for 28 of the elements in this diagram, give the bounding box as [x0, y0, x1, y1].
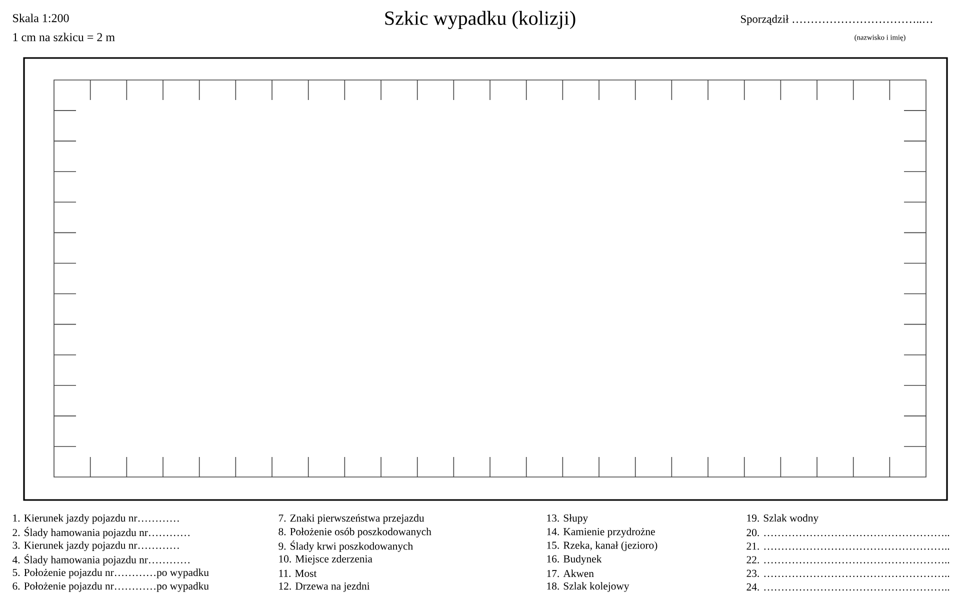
legend-item: 11. Most [279, 570, 317, 577]
legend-item: 5. Położenie pojazdu nr…………po wypadku [12, 568, 209, 578]
legend-item: 21. …………………………………………….. [746, 542, 950, 550]
legend-item: 13. Słupy [547, 514, 588, 524]
scale-label: Skala 1:200 [13, 14, 69, 22]
legend-item: 1. Kierunek jazdy pojazdu nr………… [13, 514, 179, 524]
legend-item: 16. Budynek [547, 554, 602, 565]
legend-item: 2. Ślady hamowania pojazdu nr………… [12, 526, 190, 538]
legend-item: 17. Akwen [547, 570, 594, 578]
legend-item: 19. Szlak wodny [747, 514, 819, 524]
legend-item: 3. Kierunek jazdy pojazdu nr………… [12, 541, 179, 552]
legend-item: 23. …………………………………………….. [746, 570, 950, 577]
signature-line: Sporządził ……………………………..… [741, 14, 932, 26]
legend-item: 10. Miejsce zderzenia [279, 554, 372, 565]
legend-item: 14. Kamienie przydrożne [547, 528, 655, 538]
legend-item: 24. …………………………………………….. [746, 583, 950, 591]
legend-item: 12. Drzewa na jezdni [279, 582, 370, 592]
heading: Szkic wypadku (kolizji) [385, 10, 576, 30]
legend-item: 22. …………………………………………….. [746, 556, 950, 564]
legend-item: 20. …………………………………………….. [746, 529, 950, 536]
legend-item: 18. Szlak kolejowy [547, 582, 630, 592]
legend-item: 8. Położenie osób poszkodowanych [278, 528, 432, 538]
legend-item: 7. Znaki pierwszeństwa przejazdu [278, 514, 424, 524]
legend-item: 6. Położenie pojazdu nr…………po wypadku [12, 582, 209, 592]
legend-item: 15. Rzeka, kanał (jezioro) [547, 541, 658, 552]
legend-item: 4. Ślady hamowania pojazdu nr………… [12, 554, 190, 566]
scale-note: 1 cm na szkicu = 2 m [13, 32, 115, 42]
legend-item: 9. Ślady krwi poszkodowanych [278, 540, 413, 552]
